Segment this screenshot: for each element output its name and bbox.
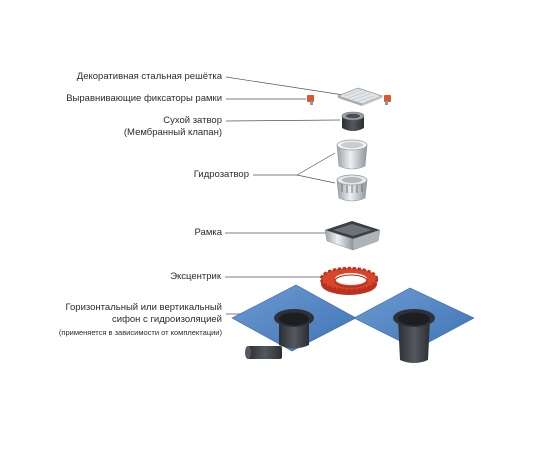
- frame-clips: [307, 95, 391, 105]
- water-seal-cup: [336, 139, 368, 170]
- leader-lines: [225, 76, 351, 315]
- frame: [324, 221, 381, 251]
- horizontal-siphon: [231, 284, 357, 359]
- label-dry-seal-line1: Сухой затвор: [163, 115, 222, 126]
- water-seal-insert: [336, 174, 368, 202]
- steel-grate: [336, 87, 384, 106]
- label-siphon-note: (применяется в зависимости от комплектац…: [58, 328, 222, 337]
- label-siphon-line2: сифон с гидроизоляцией: [112, 314, 222, 325]
- label-frame-clips: Выравнивающие фиксаторы рамки: [66, 93, 222, 104]
- vertical-siphon: [353, 287, 475, 363]
- label-dry-seal-line2: (Мембранный клапан): [123, 127, 222, 138]
- label-siphon-line1: Горизонтальный или вертикальный: [65, 302, 222, 313]
- label-eccentric: Эксцентрик: [170, 271, 221, 282]
- eccentric-ring: [319, 266, 379, 295]
- label-frame: Рамка: [194, 227, 222, 238]
- label-grate: Декоративная стальная решётка: [76, 71, 222, 82]
- label-water-seal: Гидрозатвор: [193, 169, 249, 180]
- dry-seal: [341, 111, 365, 131]
